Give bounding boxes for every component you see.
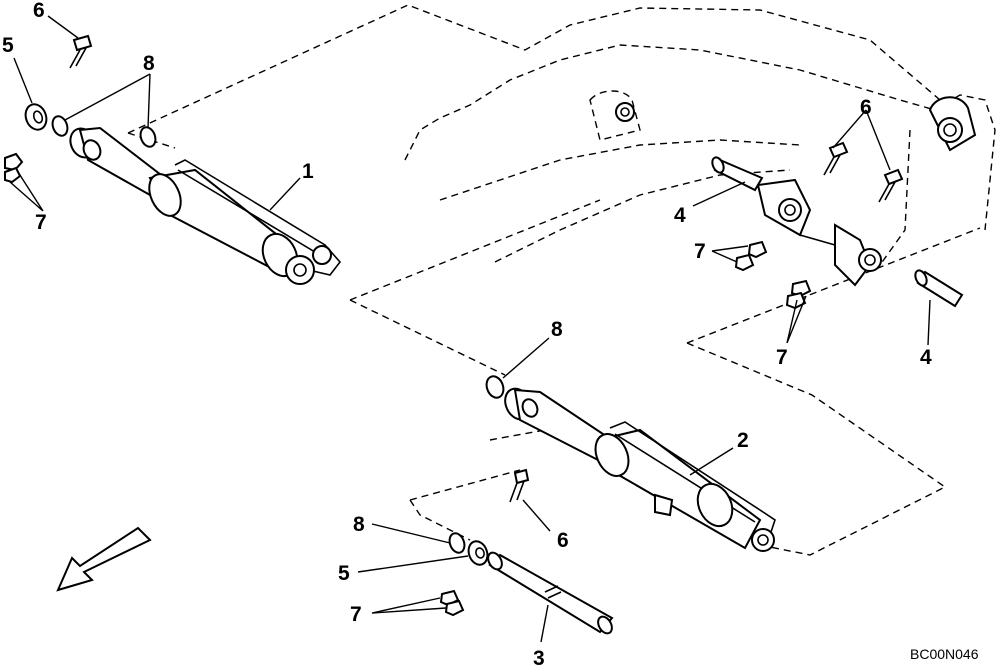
hydraulic-cylinder-1	[69, 126, 342, 285]
callout-8-lower: 8	[353, 513, 365, 536]
callout-6-upper-right: 6	[860, 96, 872, 119]
leader-lines	[9, 15, 931, 643]
callout-7-right-upper: 7	[694, 240, 706, 263]
callout-8-middle: 8	[551, 318, 563, 341]
callout-8-upper: 8	[143, 52, 155, 75]
phantom-frame-outline	[127, 4, 996, 556]
callout-1: 1	[302, 160, 314, 183]
callout-6-lower: 6	[557, 529, 569, 552]
figure-reference-code: BC00N046	[910, 646, 979, 662]
callout-4-upper: 4	[674, 204, 686, 227]
callout-3: 3	[533, 647, 545, 668]
pin-4-lower	[914, 269, 964, 308]
mounting-bracket-right	[615, 96, 977, 287]
hydraulic-cylinder-2	[504, 387, 776, 552]
callout-5-lower: 5	[338, 562, 350, 585]
callout-2: 2	[737, 429, 749, 452]
hardware-parts	[4, 34, 904, 617]
callout-4-lower: 4	[920, 346, 932, 369]
callout-7-right-lower: 7	[776, 346, 788, 369]
callout-5-upper: 5	[2, 34, 14, 57]
pivot-pin-3	[487, 551, 614, 635]
callout-labels: 1 2 3 4 4 5 5 6 6 6 7 7 7 7 8 8 8	[2, 0, 932, 668]
direction-arrow	[56, 526, 152, 592]
callout-6-upper-left: 6	[33, 0, 45, 22]
callout-7-lower: 7	[350, 603, 362, 626]
callout-7-upper-left: 7	[35, 211, 47, 234]
